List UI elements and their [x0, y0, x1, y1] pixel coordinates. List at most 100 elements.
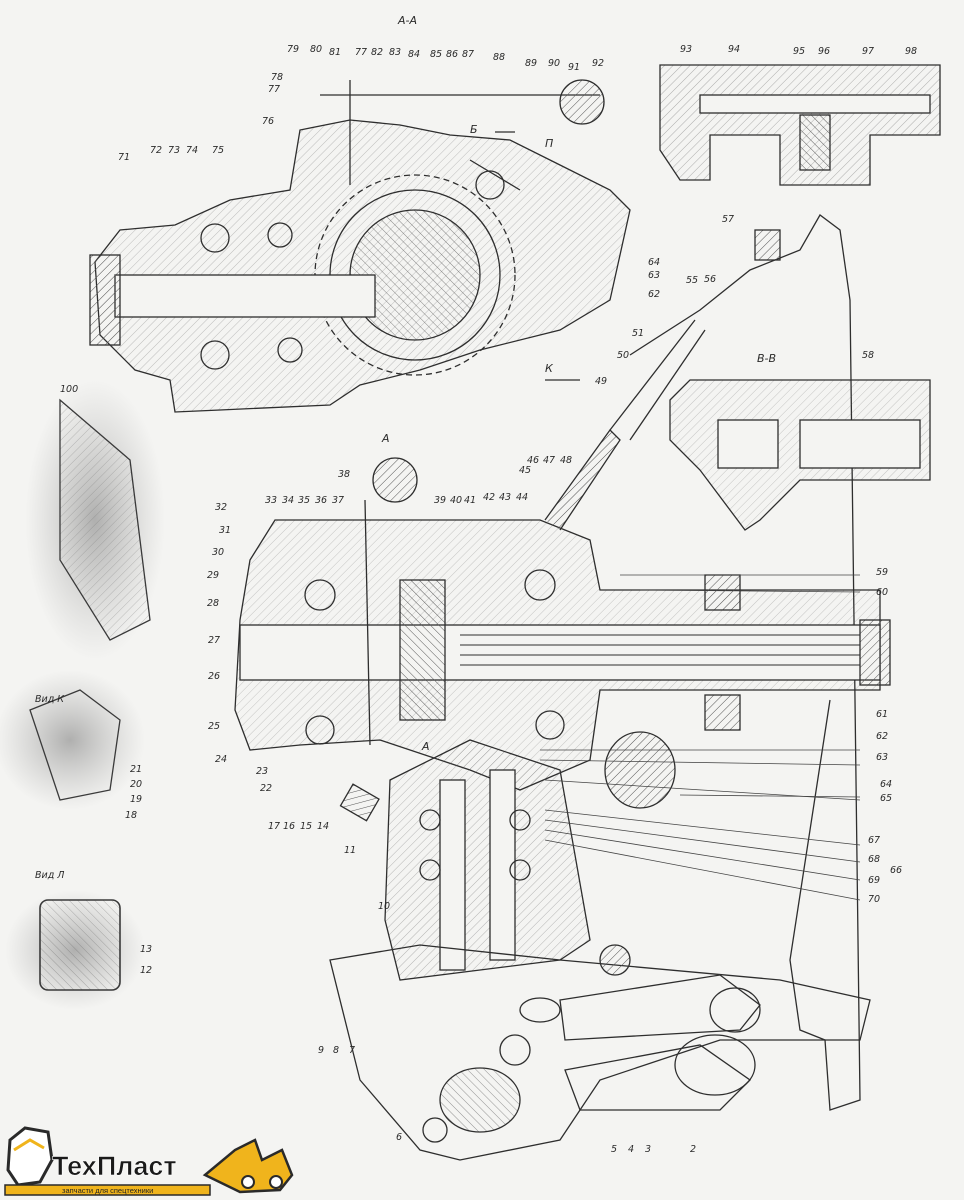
callout-2: 2	[690, 1144, 696, 1155]
callout-82: 82	[371, 47, 383, 58]
logo-tagline: запчасти для спецтехники	[62, 1186, 153, 1195]
callout-66: 66	[890, 865, 902, 876]
callout-79: 79	[287, 44, 299, 55]
gear-block	[399, 579, 446, 721]
logo-underline-bar	[4, 1184, 211, 1196]
callout-numbers: 71 72 73 74 75 76 77 78 79 80 81 77 82 8…	[118, 44, 917, 1155]
callout-3: 3	[645, 1144, 651, 1155]
callout-85: 85	[430, 49, 442, 60]
joint-b	[604, 731, 676, 809]
section-a-label-bottom: А	[421, 740, 430, 753]
callout-47: 47	[543, 455, 555, 466]
callout-34: 34	[282, 495, 294, 506]
callout-46: 46	[527, 455, 539, 466]
callout-51: 51	[632, 328, 644, 339]
callout-10: 10	[378, 901, 390, 912]
bearing-aa-4	[277, 337, 303, 363]
callout-12: 12	[140, 965, 152, 976]
bearing-aa-2	[267, 222, 293, 248]
callout-29: 29	[207, 570, 219, 581]
callout-63a: 63	[648, 270, 660, 281]
main-shaft	[239, 624, 881, 681]
callout-62a: 62	[648, 289, 660, 300]
callout-11: 11	[344, 845, 356, 856]
section-aa-label: А-А	[397, 14, 417, 27]
callout-24: 24	[215, 754, 227, 765]
callout-35: 35	[298, 495, 310, 506]
callout-89: 89	[525, 58, 537, 69]
callout-36: 36	[315, 495, 327, 506]
callout-19: 19	[130, 794, 142, 805]
callout-88: 88	[493, 52, 505, 63]
right-housing	[609, 214, 931, 1111]
detail-93-98	[659, 64, 941, 186]
callout-67: 67	[868, 835, 880, 846]
callout-75: 75	[212, 145, 224, 156]
side-view-mid	[0, 670, 145, 810]
callout-95: 95	[793, 46, 805, 57]
callout-86: 86	[446, 49, 458, 60]
callout-77b: 77	[355, 47, 367, 58]
callout-16: 16	[283, 821, 295, 832]
callout-55: 55	[686, 275, 698, 286]
callout-68: 68	[868, 854, 880, 865]
callout-92: 92	[592, 58, 604, 69]
main-gearbox-section	[234, 429, 891, 809]
callout-97: 97	[862, 46, 874, 57]
excavator-icon	[6, 1126, 54, 1187]
callout-31: 31	[219, 525, 231, 536]
callout-7: 7	[349, 1045, 355, 1056]
callout-60: 60	[876, 587, 888, 598]
callout-62: 62	[876, 731, 888, 742]
callout-18: 18	[125, 810, 137, 821]
section-p-label: П	[545, 137, 553, 150]
callout-26: 26	[208, 671, 220, 682]
callout-83: 83	[389, 47, 401, 58]
callout-9: 9	[318, 1045, 324, 1056]
callout-14: 14	[317, 821, 329, 832]
logo-name: ТехПласт	[52, 1151, 177, 1181]
callout-57: 57	[722, 214, 734, 225]
callout-65: 65	[880, 793, 892, 804]
callout-13: 13	[140, 944, 152, 955]
callout-41: 41	[464, 495, 476, 506]
callout-94: 94	[728, 44, 740, 55]
callout-22: 22	[260, 783, 272, 794]
callout-98: 98	[905, 46, 917, 57]
callout-72: 72	[150, 145, 162, 156]
callout-30: 30	[212, 547, 224, 558]
callout-71: 71	[118, 152, 130, 163]
callout-74: 74	[186, 145, 198, 156]
section-bb-label: В-В	[757, 352, 776, 365]
callout-20: 20	[130, 779, 142, 790]
callout-76: 76	[262, 116, 274, 127]
callout-39: 39	[434, 495, 446, 506]
callout-23: 23	[256, 766, 268, 777]
callout-8: 8	[333, 1045, 339, 1056]
callout-28: 28	[207, 598, 219, 609]
callout-48: 48	[560, 455, 572, 466]
bearing-aa-3	[200, 340, 230, 370]
flange-aa	[89, 254, 121, 346]
callout-5: 5	[611, 1144, 617, 1155]
callout-49: 49	[595, 376, 607, 387]
callout-90: 90	[548, 58, 560, 69]
callout-40: 40	[450, 495, 462, 506]
callout-59: 59	[876, 567, 888, 578]
callout-58: 58	[862, 350, 874, 361]
side-view-top	[25, 380, 165, 660]
callout-93: 93	[680, 44, 692, 55]
shaft-aa	[114, 274, 376, 318]
callout-61: 61	[876, 709, 888, 720]
callout-15: 15	[300, 821, 312, 832]
callout-32: 32	[215, 502, 227, 513]
callout-37: 37	[332, 495, 344, 506]
lower-assembly	[329, 739, 871, 1161]
section-b-arrow-label: Б	[470, 123, 478, 136]
callout-64a: 64	[648, 257, 660, 268]
section-a-label-top: А	[381, 432, 390, 445]
splines	[460, 634, 860, 666]
techplast-logo: ТехПласт запчасти для спецтехники	[4, 1126, 294, 1196]
callout-73: 73	[168, 145, 180, 156]
